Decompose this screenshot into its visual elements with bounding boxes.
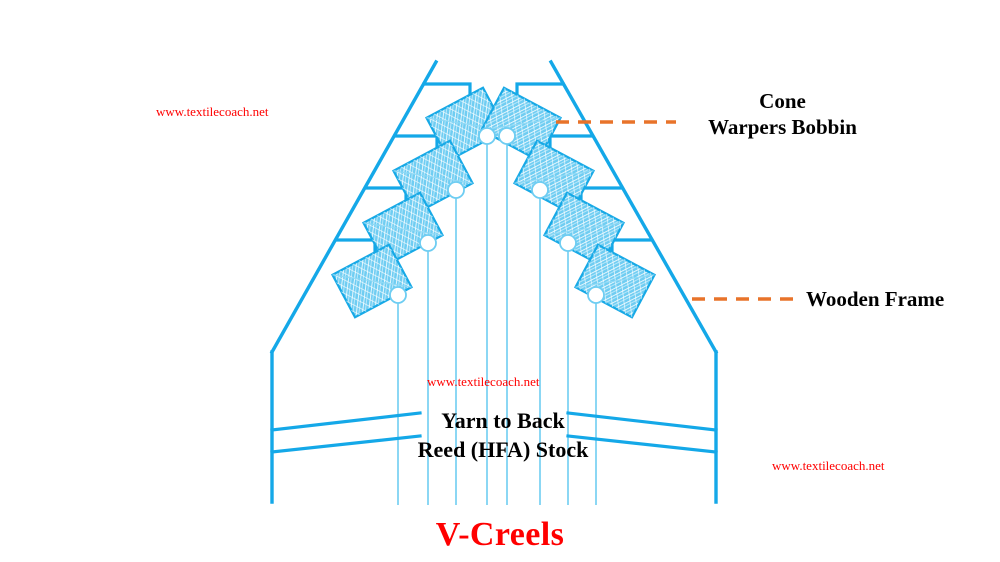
support-arm — [548, 134, 594, 154]
callout-label-cone-line1: Cone — [759, 89, 806, 113]
guide-eye — [559, 234, 577, 252]
center-label-line2: Reed (HFA) Stock — [417, 437, 589, 463]
yarn-packages — [330, 86, 657, 319]
page-title: V-Creels — [435, 516, 565, 553]
callout-label-wooden-frame: Wooden Frame — [806, 287, 945, 311]
guide-eye — [419, 234, 437, 252]
guide-eye — [389, 286, 407, 304]
support-arm — [579, 186, 623, 206]
callout-leaders — [556, 120, 794, 301]
guide-eye — [498, 127, 516, 145]
base-beams — [270, 411, 718, 454]
yarn-lines — [397, 136, 597, 505]
support-arm — [422, 82, 472, 101]
center-label-yarn-to-back-reed: Yarn to Back Reed (HFA) Stock — [388, 406, 618, 464]
yarn-package — [512, 139, 596, 215]
support-arm — [610, 238, 652, 258]
frame-rail-left — [269, 59, 439, 355]
watermark: www.textilecoach.net — [772, 458, 885, 473]
yarn-package — [573, 243, 657, 319]
watermark: www.textilecoach.net — [427, 374, 540, 389]
guide-eye — [587, 286, 605, 304]
support-arm — [515, 82, 565, 101]
callout-label-cone-line2: Warpers Bobbin — [708, 115, 857, 140]
wooden-frame-structure — [269, 59, 719, 504]
yarn-package — [391, 139, 475, 215]
support-arm — [393, 134, 439, 154]
guide-eye — [447, 181, 465, 199]
base-beam — [566, 411, 718, 432]
watermark: www.textilecoach.net — [156, 104, 269, 119]
center-label-line1: Yarn to Back — [441, 408, 565, 433]
base-beam — [566, 434, 718, 454]
yarn-guide-eyes — [389, 127, 605, 304]
support-arm — [335, 238, 377, 258]
guide-eye — [478, 127, 496, 145]
base-beam — [270, 434, 422, 454]
base-beam — [270, 411, 422, 432]
support-arm — [364, 186, 408, 206]
guide-eye — [531, 181, 549, 199]
frame-rail-right — [548, 59, 719, 355]
yarn-package — [330, 243, 414, 319]
callout-label-cone: Cone Warpers Bobbin — [690, 88, 875, 141]
